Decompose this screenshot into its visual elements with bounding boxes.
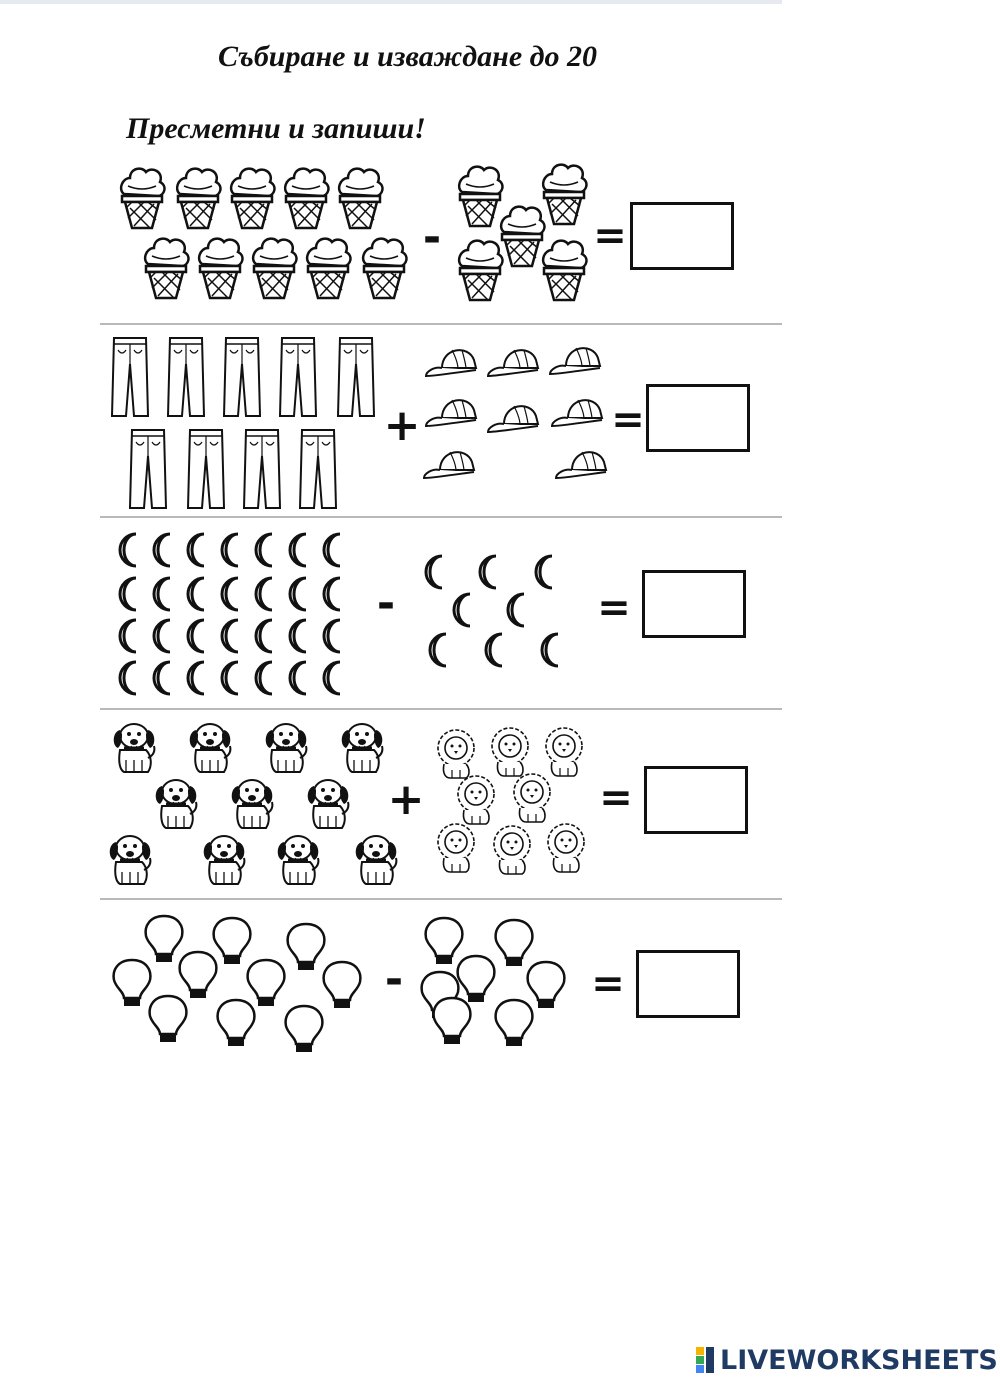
row-divider [100, 708, 782, 710]
operator-plus: + [383, 400, 421, 451]
bulbs-group-left [112, 914, 362, 1054]
answer-box-2[interactable] [646, 384, 750, 452]
exercise-row-3: - = [100, 520, 782, 708]
row-divider [100, 898, 782, 900]
lions-group [437, 727, 585, 875]
exercise-row-5: - = [100, 902, 782, 1060]
bulbs-group-right [420, 916, 566, 1048]
equals-sign: = [599, 775, 633, 821]
answer-box-3[interactable] [642, 570, 746, 638]
operator-minus: - [422, 212, 442, 263]
liveworksheets-logo[interactable]: LIVEWORKSHEETS [696, 1343, 998, 1377]
caps-group [423, 347, 607, 479]
ice-cream-group-right [457, 163, 588, 302]
equals-sign: = [597, 585, 631, 631]
operator-minus: - [384, 954, 404, 1005]
top-border [0, 0, 782, 4]
moons-group-right [424, 554, 560, 668]
answer-box-4[interactable] [644, 766, 748, 834]
worksheet-title: Събиране и изваждане до 20 [218, 40, 598, 73]
exercise-row-2: + = [100, 328, 782, 516]
pants-group [111, 337, 375, 509]
equals-sign: = [591, 961, 625, 1007]
row-divider [100, 323, 782, 325]
dogs-group [108, 722, 398, 886]
ice-cream-group-left [119, 167, 408, 300]
worksheet-page: Събиране и изваждане до 20 Пресметни и з… [0, 0, 782, 1060]
moons-group-left [118, 532, 342, 696]
answer-box-5[interactable] [636, 950, 740, 1018]
operator-minus: - [376, 578, 396, 629]
row-divider [100, 516, 782, 518]
liveworksheets-logo-text: LIVEWORKSHEETS [720, 1344, 998, 1376]
exercise-row-4: + = [100, 712, 782, 898]
liveworksheets-logo-icon [696, 1347, 714, 1373]
equals-sign: = [593, 213, 627, 259]
equals-sign: = [611, 397, 645, 443]
operator-plus: + [387, 774, 425, 825]
answer-box-1[interactable] [630, 202, 734, 270]
exercise-row-1: - = [100, 160, 782, 322]
worksheet-instruction: Пресметни и запиши! [126, 112, 426, 145]
